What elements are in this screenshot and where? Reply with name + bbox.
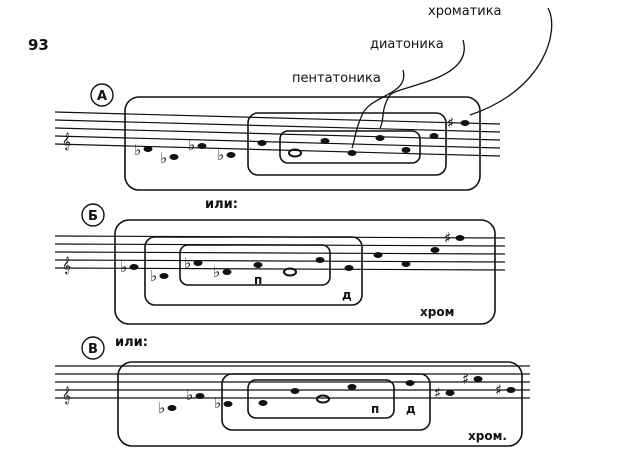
svg-text:♯: ♯ [434, 384, 441, 402]
section-b: Б или: 𝄞 ♭ ♭ ♭ ♭ ♯ п д хром [54, 197, 506, 325]
arrow-chromatic [469, 7, 553, 116]
chromatic-box [124, 96, 481, 191]
section-marker-circle [81, 336, 105, 360]
svg-text:♯: ♯ [462, 370, 469, 388]
label-chromatic: хроматика [428, 4, 502, 19]
pentatonic-box [279, 130, 421, 164]
notes: ♭ ♭ ♭ ♭ ♯ [134, 114, 470, 167]
svg-text:♯: ♯ [495, 381, 502, 399]
pentatonic-box [247, 379, 395, 419]
treble-clef-icon: 𝄞 [62, 132, 71, 150]
label-diatonic: диатоника [370, 37, 444, 52]
penta-abbr: п [254, 273, 262, 287]
svg-text:♯: ♯ [447, 114, 454, 132]
svg-text:♭: ♭ [214, 394, 221, 412]
label-arrows [351, 7, 553, 149]
treble-clef-icon: 𝄞 [62, 256, 71, 274]
section-c: В или: 𝄞 ♭ ♭ ♭ ♯ ♯ ♯ п д хром. [55, 335, 530, 447]
svg-text:♭: ♭ [120, 258, 127, 276]
chrom-abbr: хром. [468, 429, 507, 443]
pentatonic-box [179, 244, 331, 286]
svg-text:♭: ♭ [213, 263, 220, 281]
svg-text:♭: ♭ [186, 386, 193, 404]
label-pentatonic: пентатоника [292, 71, 381, 86]
section-a: А 𝄞 ♭ ♭ ♭ ♭ ♯ [54, 83, 501, 191]
section-marker: А [97, 89, 107, 104]
section-marker-circle [81, 203, 105, 227]
svg-text:♭: ♭ [150, 267, 157, 285]
svg-text:♭: ♭ [184, 254, 191, 272]
svg-text:♭: ♭ [158, 399, 165, 417]
staff [54, 111, 501, 157]
diatonic-box [247, 112, 447, 176]
example-number: 93 [28, 36, 49, 54]
section-marker: Б [88, 209, 98, 224]
diat-abbr: д [342, 288, 352, 302]
or-label: или: [115, 335, 148, 350]
svg-text:♭: ♭ [217, 146, 224, 164]
treble-clef-icon: 𝄞 [62, 386, 71, 404]
arrow-pentatonic [351, 69, 405, 149]
section-marker-circle [90, 83, 114, 107]
svg-text:♭: ♭ [160, 149, 167, 167]
notes: ♭ ♭ ♭ ♭ ♯ [120, 229, 465, 285]
chrom-abbr: хром [420, 305, 454, 319]
svg-text:♭: ♭ [188, 136, 195, 154]
diatonic-box [221, 373, 431, 431]
or-label: или: [205, 197, 238, 212]
diatonic-box [144, 236, 363, 306]
diat-abbr: д [406, 402, 416, 416]
svg-text:♭: ♭ [134, 141, 141, 159]
chromatic-box [117, 361, 523, 447]
section-marker: В [88, 342, 98, 357]
arrow-diatonic [379, 39, 465, 129]
chromatic-box [114, 219, 496, 325]
notes: ♭ ♭ ♭ ♯ ♯ ♯ [158, 370, 516, 417]
svg-text:♯: ♯ [444, 229, 451, 247]
penta-abbr: п [371, 402, 379, 416]
